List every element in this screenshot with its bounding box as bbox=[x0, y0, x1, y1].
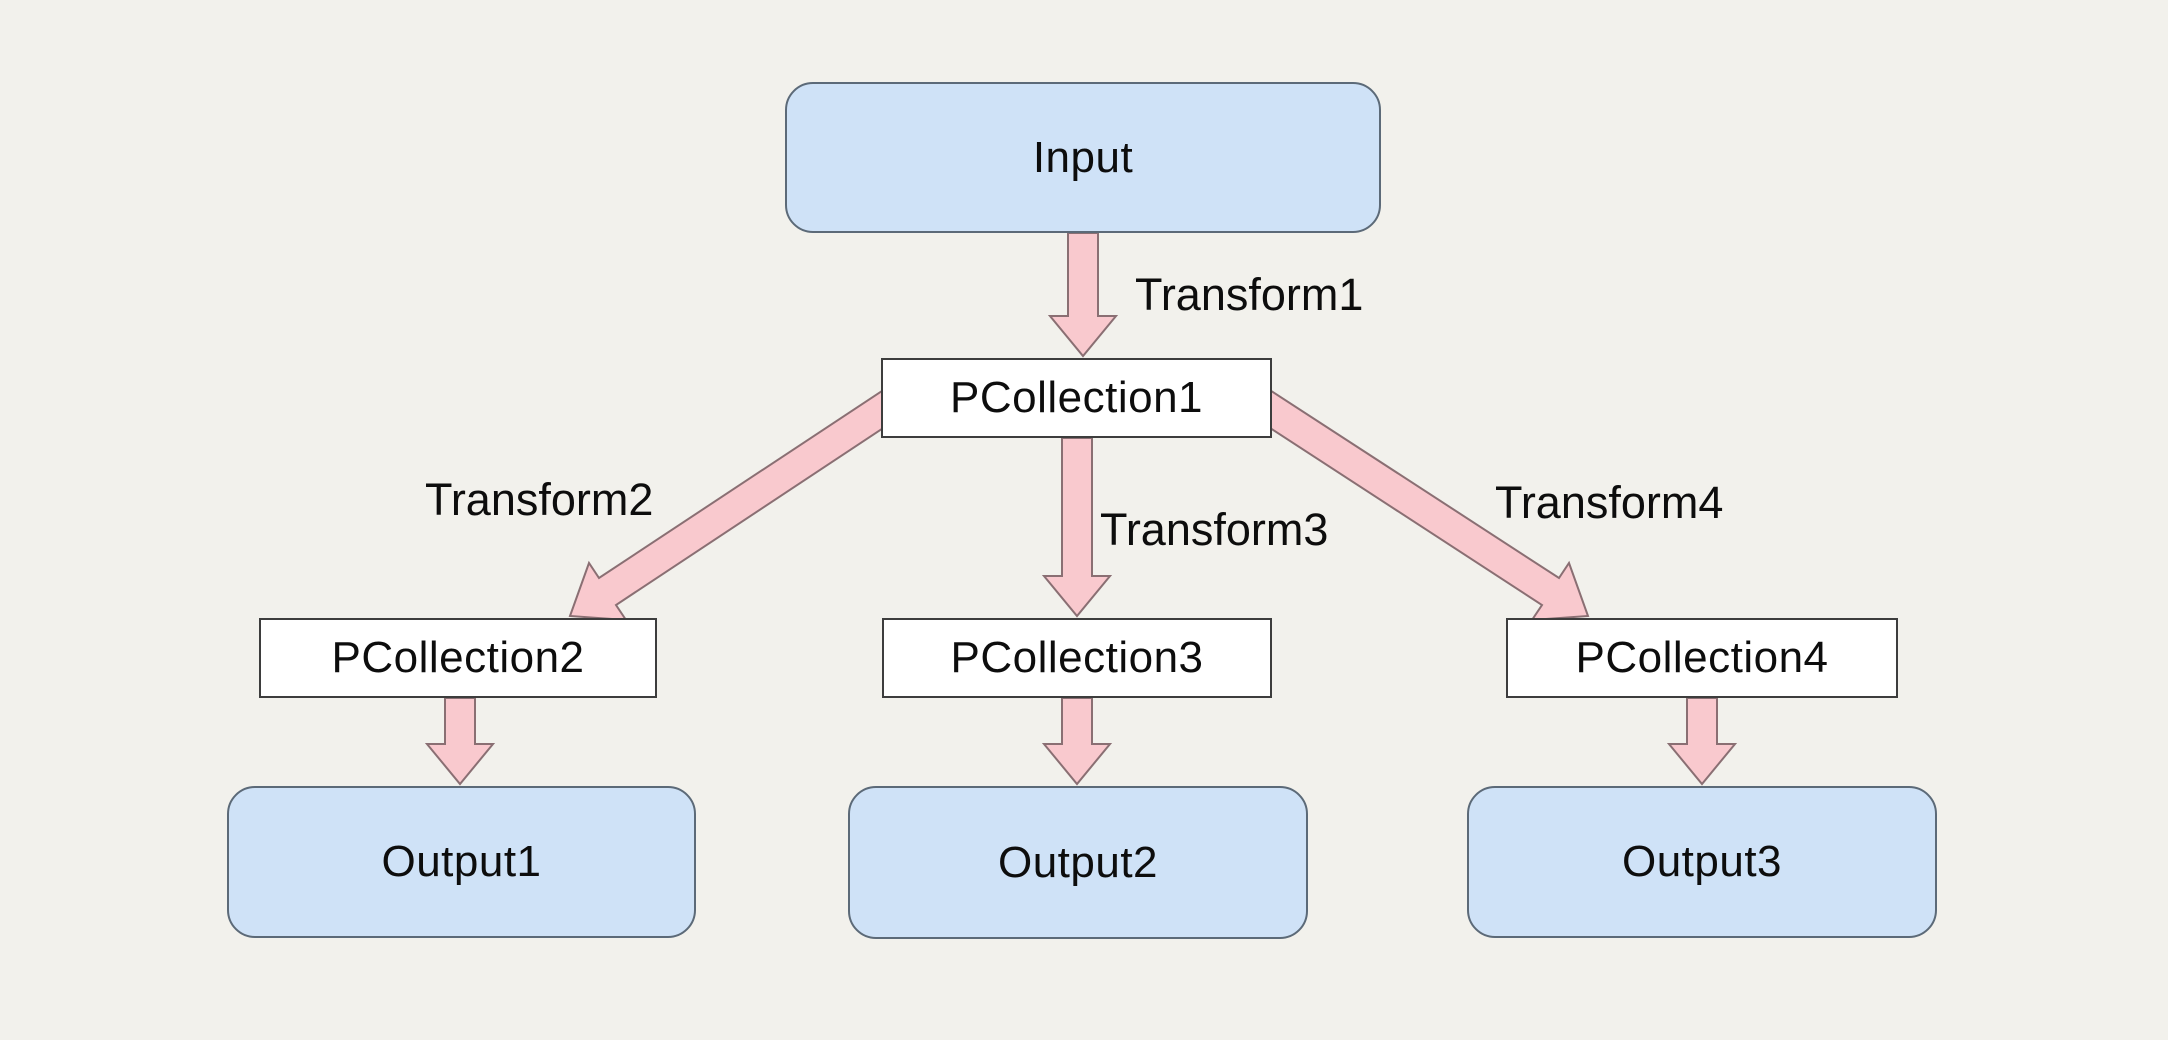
edge-label-transform2: Transform2 bbox=[425, 474, 654, 525]
node-output3: Output3 bbox=[1467, 786, 1937, 938]
edge-label-transform1: Transform1 bbox=[1135, 269, 1364, 320]
arrow-transform3 bbox=[1041, 437, 1113, 618]
node-pcollection3: PCollection3 bbox=[882, 618, 1272, 698]
arrow-pcollection3-output2 bbox=[1041, 697, 1113, 786]
node-input: Input bbox=[785, 82, 1381, 233]
arrow-pcollection4-output3 bbox=[1666, 697, 1738, 786]
node-output2: Output2 bbox=[848, 786, 1308, 939]
node-pcollection4: PCollection4 bbox=[1506, 618, 1898, 698]
node-output1: Output1 bbox=[227, 786, 696, 938]
edge-label-transform3: Transform3 bbox=[1100, 504, 1329, 555]
arrow-pcollection2-output1 bbox=[424, 697, 496, 786]
node-pcollection2: PCollection2 bbox=[259, 618, 657, 698]
edge-label-transform4: Transform4 bbox=[1495, 477, 1724, 528]
node-pcollection1: PCollection1 bbox=[881, 358, 1272, 438]
arrow-transform1 bbox=[1047, 232, 1119, 358]
